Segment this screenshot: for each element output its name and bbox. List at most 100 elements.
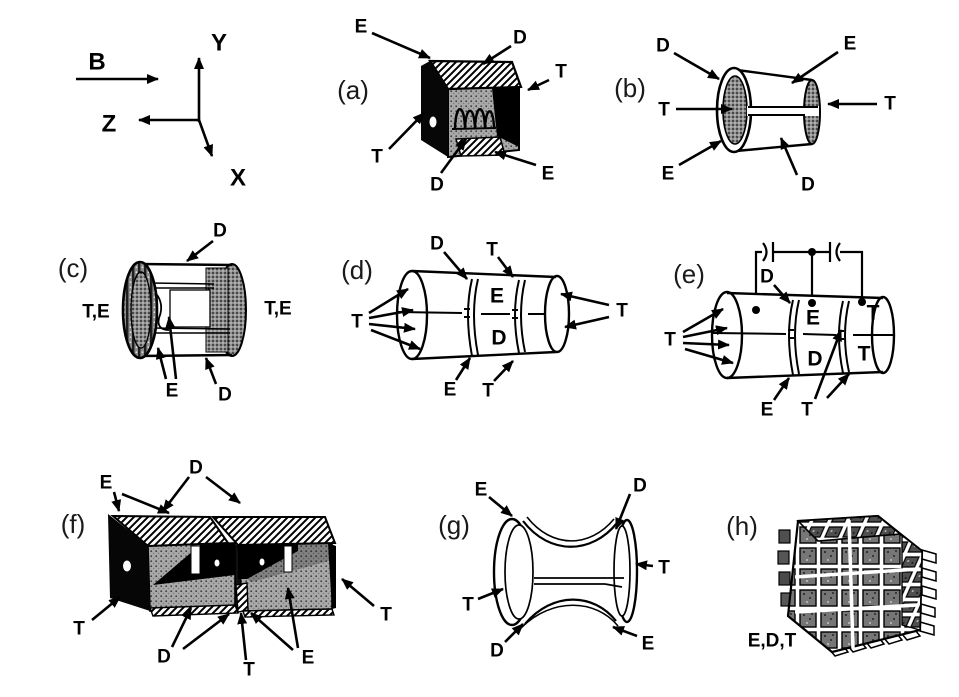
arrow-e-bottom-1	[155, 347, 168, 380]
panel-f: (f) E D	[61, 458, 392, 681]
cylinder-body	[727, 293, 884, 378]
annotation-d-top-right: D	[513, 28, 527, 49]
axis-label-x: X	[230, 165, 246, 192]
panel-e: (e) E D T T D	[664, 242, 896, 421]
annotation-e-bottom-right: E	[642, 634, 655, 655]
panel-b: (b) D E T T E D	[614, 34, 896, 196]
cylinder-left-rim	[710, 290, 744, 380]
annotation-d-bottom: D	[157, 647, 171, 668]
annotation-e-top-left: E	[475, 480, 488, 501]
panel-g-label: (g)	[438, 510, 470, 540]
annotation-d-bottom: D	[801, 175, 815, 196]
panel-e-label: (e)	[673, 259, 705, 289]
panel-d: (d) E D D T T T E T	[341, 234, 628, 402]
panel-f-label: (f)	[61, 509, 86, 539]
cube1-hole	[123, 560, 131, 572]
arrow-d-bottom	[439, 138, 468, 174]
arrow-e-top-right	[791, 50, 839, 85]
arrow-d-top-fan	[161, 475, 241, 512]
annotation-d-top: D	[213, 221, 227, 242]
arrow-d-top-left	[673, 51, 720, 81]
annotation-t-left: T	[462, 595, 474, 616]
annotation-t-right: T	[555, 62, 567, 83]
spool-bottom-curve-inner	[520, 604, 619, 629]
panel-b-cylinder	[715, 66, 821, 154]
arrow-d-top-right	[614, 493, 632, 530]
arrow-e-top-left	[488, 495, 513, 518]
cylinder-inner-lines	[149, 282, 231, 334]
cube-front-shadow	[492, 86, 519, 147]
cylinder-wire	[151, 289, 170, 331]
spool-slot	[534, 577, 624, 588]
equator-slot	[397, 308, 546, 319]
panel-e-circuit	[754, 242, 864, 310]
annotation-edt: E,D,T	[748, 631, 797, 652]
arrow-t-bottom	[493, 360, 514, 382]
arrow-t-right	[527, 78, 550, 92]
panel-a: (a) E D T T D E	[337, 17, 567, 196]
arrow-d-bottom-left	[504, 623, 524, 643]
cube2-top-face	[210, 516, 337, 547]
annotation-d-bottom-left: D	[490, 641, 504, 662]
annotation-d-bottom-right: D	[218, 385, 232, 406]
annotation-te-left: T,E	[82, 302, 109, 323]
arrow-t-left	[477, 587, 504, 601]
contact-dot-left	[752, 306, 760, 314]
cube2-slot	[283, 545, 293, 573]
spool-right-rim-inner	[613, 525, 631, 617]
annotation-t-left: T	[658, 100, 670, 121]
annotation-t-bottom: T	[482, 381, 494, 402]
cylinder-right-rim	[543, 274, 571, 354]
arrow-t-bottom	[237, 612, 248, 661]
annotation-e-top-left: E	[355, 17, 368, 38]
arrow-d-top-right	[482, 44, 512, 66]
panel-f-cubes	[108, 514, 337, 618]
arrow-t-bottom-left	[388, 112, 425, 150]
annotation-t-left: T	[351, 312, 363, 333]
annotation-t-right: T	[616, 301, 628, 322]
equator-slot	[712, 329, 893, 340]
cylinder-outline	[139, 262, 233, 358]
surface-label-d: D	[491, 327, 506, 350]
annotation-e-bottom-left: E	[662, 164, 675, 185]
ring-gap-1	[467, 278, 479, 357]
arrow-d-bottom-right	[204, 357, 218, 385]
cube2-front-shadow	[238, 544, 298, 579]
cube-coil-baseline	[451, 127, 497, 130]
annotation-t-right: T	[380, 605, 392, 626]
spool-top-curve	[522, 520, 618, 548]
arrow-t-bottom-fan	[813, 329, 850, 400]
spool-left-rim-inner	[504, 524, 534, 620]
arrow-e-top-left	[371, 31, 431, 60]
panel-b-label: (b)	[614, 73, 646, 103]
cylinder-slot-lines	[748, 106, 818, 116]
cylinder-left-cap-inner	[130, 271, 152, 349]
arrow-t-left-fan	[682, 307, 734, 365]
circuit-wires	[754, 250, 864, 310]
cube1-front-hole	[214, 559, 220, 567]
surface-label-e: E	[490, 285, 504, 308]
annotation-e-top-right: E	[844, 34, 857, 55]
arrow-t-right-fan	[560, 291, 610, 330]
panel-e-cylinder: E D T T	[710, 290, 896, 380]
surface-label-t-bottom: T	[858, 343, 871, 366]
cylinder-outline	[726, 291, 884, 380]
cube-left-face	[421, 61, 448, 157]
circuit-node-top	[808, 248, 816, 256]
panel-c-cylinder	[121, 260, 247, 360]
annotation-e-bottom: E	[166, 381, 179, 402]
annotation-t-bottom: T	[243, 660, 255, 681]
arrow-t-right	[341, 578, 375, 607]
panel-d-label: (d)	[341, 255, 373, 285]
panel-g: (g) E D T T D E	[438, 476, 670, 662]
arrow-d-top	[443, 251, 468, 280]
panel-h-voxel-cube	[777, 514, 937, 657]
annotation-d-top: D	[430, 234, 444, 255]
arrow-t-right	[635, 560, 654, 571]
cylinder-outline	[411, 269, 557, 361]
annotation-t-right: T	[658, 558, 670, 579]
voxel-gap-horizontal	[794, 567, 921, 614]
annotation-t-top: T	[486, 240, 498, 261]
annotation-e-top-left: E	[100, 473, 113, 494]
